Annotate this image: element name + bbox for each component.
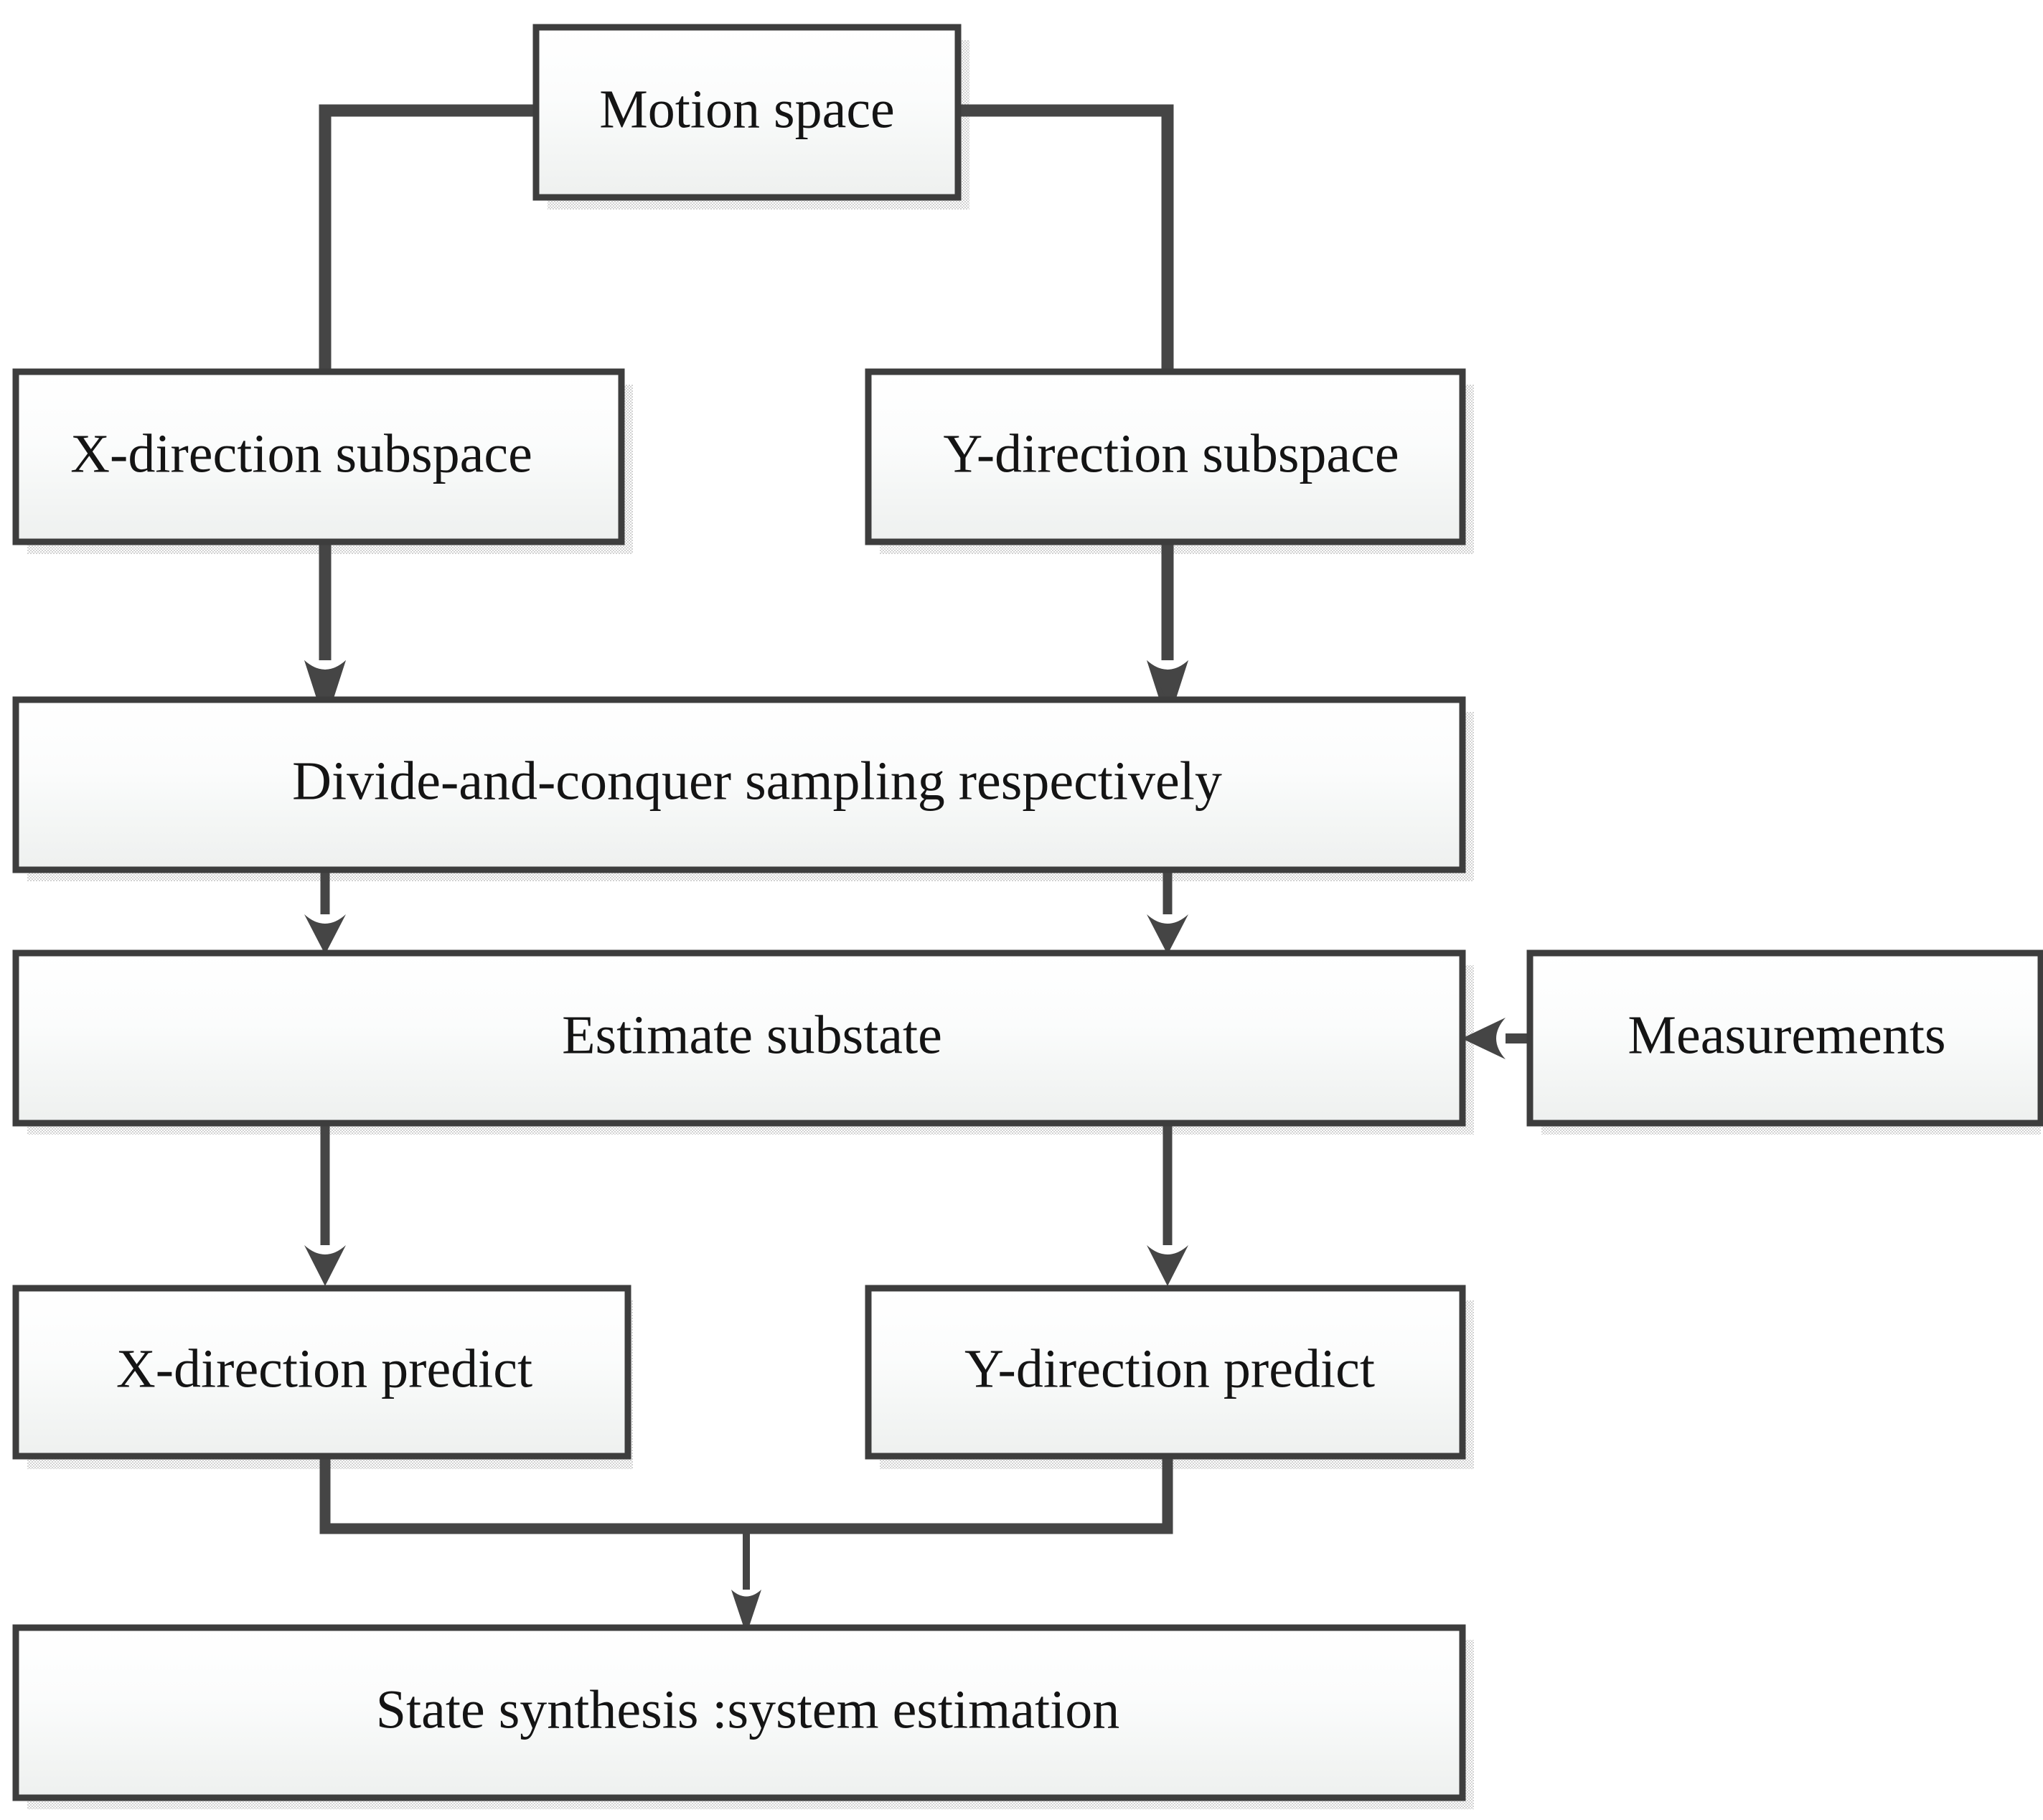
node-label-y-direction-subspace: Y-direction subspace xyxy=(943,423,1399,484)
node-label-measurements: Measurements xyxy=(1628,1005,1945,1065)
node-y-direction-subspace[interactable]: Y-direction subspace xyxy=(865,368,1466,545)
node-label-x-direction-predict: X-direction predict xyxy=(116,1338,532,1399)
edge-estimate-substate-to-y-direction-predict xyxy=(1147,1124,1188,1286)
node-label-motion-space: Motion space xyxy=(599,79,895,139)
edge-y-direction-subspace-to-divide-and-conquer xyxy=(1147,540,1188,701)
node-label-state-synthesis: State synthesis :system estimation xyxy=(376,1679,1120,1740)
node-label-divide-and-conquer-sampling: Divide-and-conquer sampling respectively xyxy=(292,751,1222,811)
node-label-estimate-substate: Estimate substate xyxy=(562,1005,942,1065)
node-motion-space[interactable]: Motion space xyxy=(532,24,962,201)
node-y-direction-predict[interactable]: Y-direction predict xyxy=(865,1285,1466,1460)
edge-predicts-merge-to-state-synthesis xyxy=(319,1455,1173,1635)
node-x-direction-predict[interactable]: X-direction predict xyxy=(12,1285,631,1460)
node-x-direction-subspace[interactable]: X-direction subspace xyxy=(12,368,625,545)
edge-measurements-to-estimate-substate xyxy=(1462,1018,1530,1059)
edge-divide-and-conquer-to-estimate-substate-left xyxy=(304,871,346,954)
node-estimate-substate[interactable]: Estimate substate xyxy=(12,949,1466,1127)
node-label-x-direction-subspace: X-direction subspace xyxy=(70,423,532,484)
node-state-synthesis[interactable]: State synthesis :system estimation xyxy=(12,1624,1466,1801)
node-measurements[interactable]: Measurements xyxy=(1526,949,2043,1127)
edge-x-direction-subspace-to-divide-and-conquer xyxy=(304,540,346,701)
edge-estimate-substate-to-x-direction-predict xyxy=(304,1124,346,1286)
edge-divide-and-conquer-to-estimate-substate-right xyxy=(1147,871,1188,954)
node-label-y-direction-predict: Y-direction predict xyxy=(964,1338,1375,1399)
connector-layer xyxy=(304,104,1530,1635)
node-divide-and-conquer-sampling[interactable]: Divide-and-conquer sampling respectively xyxy=(12,696,1466,873)
node-layer: Motion space X-direction subspace Y-dire… xyxy=(12,24,2043,1801)
